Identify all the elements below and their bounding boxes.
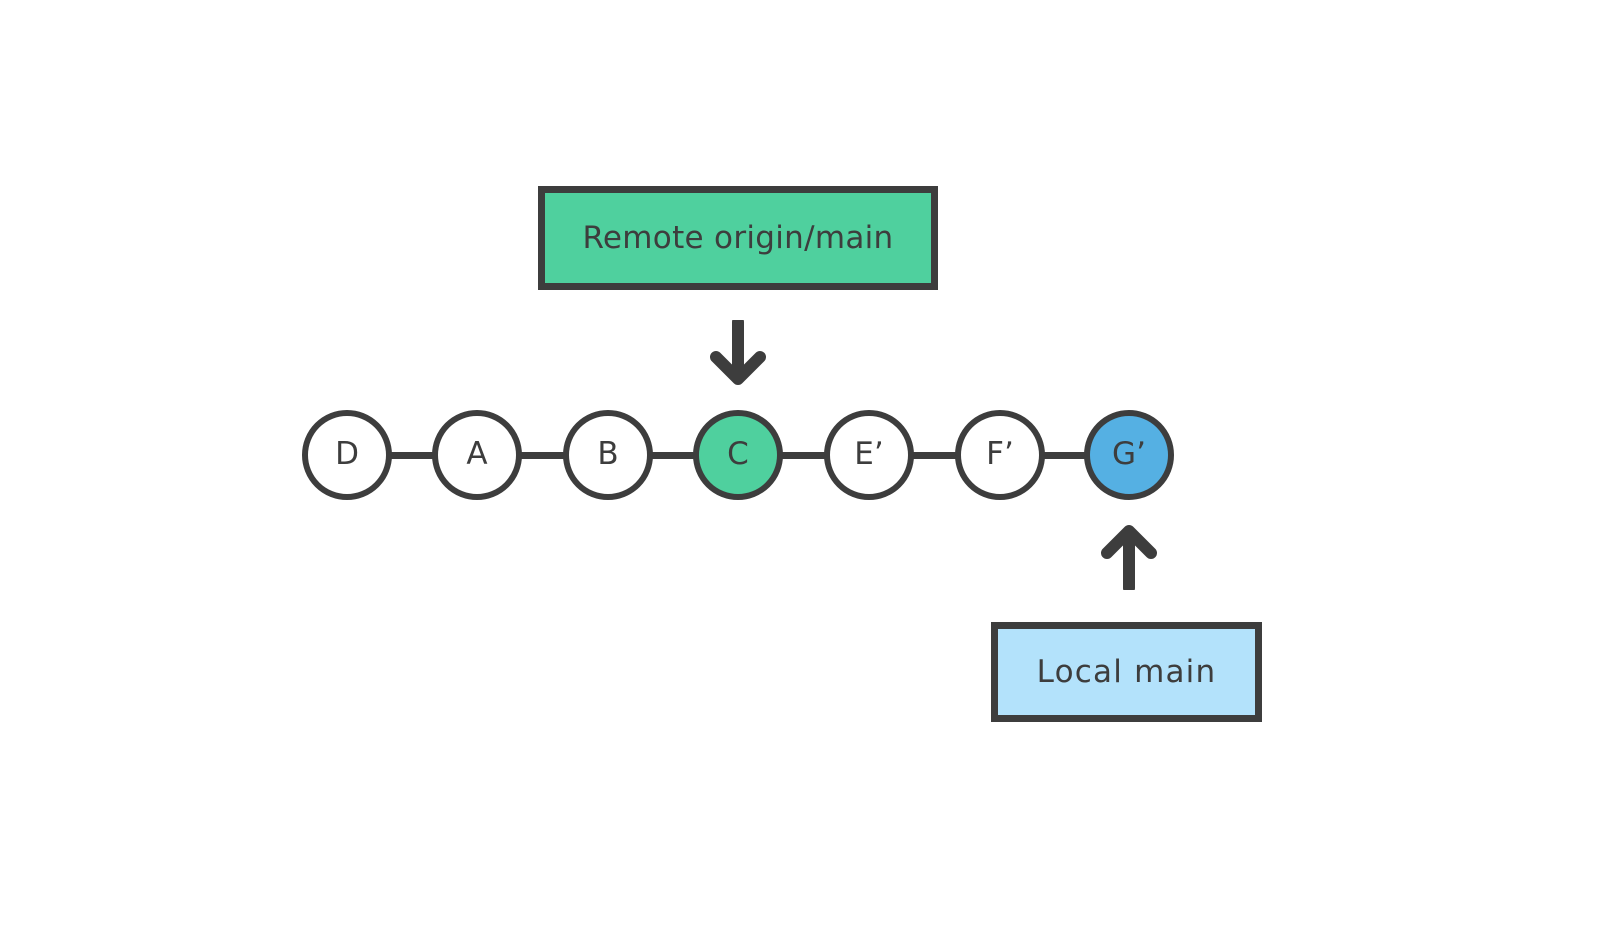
- commit-node-a[interactable]: A: [432, 410, 522, 500]
- commit-label: E’: [854, 435, 884, 472]
- remote-branch-box[interactable]: Remote origin/main: [538, 186, 938, 290]
- commit-label: C: [727, 435, 749, 472]
- commit-edge-f1-g1: [1041, 451, 1088, 459]
- commit-node-d[interactable]: D: [302, 410, 392, 500]
- commit-edge-b-c: [649, 451, 697, 459]
- commit-edge-e1-f1: [910, 451, 959, 459]
- commit-label: G’: [1112, 435, 1146, 472]
- commit-label: A: [466, 435, 488, 472]
- remote-branch-label: Remote origin/main: [582, 220, 894, 256]
- local-branch-label: Local main: [1036, 654, 1217, 690]
- commit-edge-a-b: [518, 451, 567, 459]
- commit-edge-c-e1: [779, 451, 828, 459]
- commit-node-b[interactable]: B: [563, 410, 653, 500]
- down-arrow-icon: [708, 316, 768, 386]
- commit-label: B: [597, 435, 619, 472]
- commit-edge-d-a: [388, 451, 436, 459]
- local-branch-box[interactable]: Local main: [991, 622, 1262, 722]
- commit-node-f1[interactable]: F’: [955, 410, 1045, 500]
- commit-label: D: [335, 435, 359, 472]
- commit-node-c[interactable]: C: [693, 410, 783, 500]
- commit-label: F’: [986, 435, 1014, 472]
- commit-node-e1[interactable]: E’: [824, 410, 914, 500]
- commit-node-g1[interactable]: G’: [1084, 410, 1174, 500]
- up-arrow-icon: [1099, 524, 1159, 594]
